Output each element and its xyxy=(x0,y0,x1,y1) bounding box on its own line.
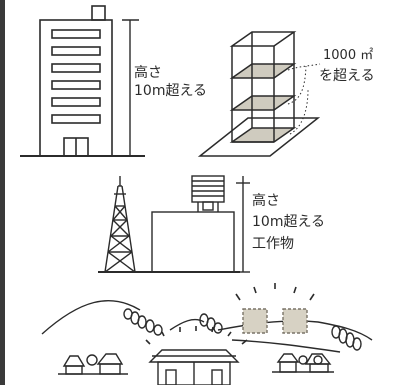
building-illustration xyxy=(20,5,145,157)
building-height-dimension xyxy=(122,19,139,157)
structure-height-label-line2: 10m超える xyxy=(252,214,325,230)
floor-area-suffix: を超える xyxy=(319,68,375,84)
floor-area-value: 1000 ㎡ xyxy=(323,48,373,63)
structure-kind-label: 工作物 xyxy=(252,236,294,252)
building-body xyxy=(39,19,113,157)
hill-outline xyxy=(217,320,373,341)
left-sidebar-strip xyxy=(0,0,5,385)
hillside-scene xyxy=(41,283,373,385)
structure-height-label-line1: 高さ xyxy=(252,192,280,209)
floor-slab xyxy=(229,127,297,143)
elevated-water-tank xyxy=(151,175,235,273)
building-window xyxy=(51,46,101,56)
building-window xyxy=(51,80,101,90)
building-height-label-line1: 高さ xyxy=(134,64,162,81)
building-window xyxy=(51,63,101,73)
hill-outline xyxy=(169,318,205,331)
hill-outline xyxy=(41,299,141,335)
lots-radiating-dashes xyxy=(235,283,315,301)
planned-lot xyxy=(242,308,268,334)
tree-cluster xyxy=(123,308,362,351)
floor-slab xyxy=(229,95,297,111)
hill-outline xyxy=(231,339,341,353)
floor-slab xyxy=(229,63,297,79)
structure-base-box xyxy=(151,211,235,273)
highlighted-house xyxy=(148,349,240,385)
building-height-label-line2: 10m超える xyxy=(134,83,207,99)
village-right xyxy=(272,353,334,373)
structure-height-dimension xyxy=(236,176,250,273)
building-window xyxy=(51,97,101,107)
building-rooftop-box xyxy=(91,5,106,21)
building-window xyxy=(51,29,101,39)
floor-area-illustration xyxy=(197,31,321,157)
floor-area-leader xyxy=(287,63,321,135)
highlight-radiating-dashes xyxy=(145,326,248,345)
village-left xyxy=(58,353,128,375)
planned-lot xyxy=(282,308,308,334)
planned-lots xyxy=(242,308,308,334)
building-window xyxy=(51,114,101,124)
lattice-tower xyxy=(104,176,136,273)
